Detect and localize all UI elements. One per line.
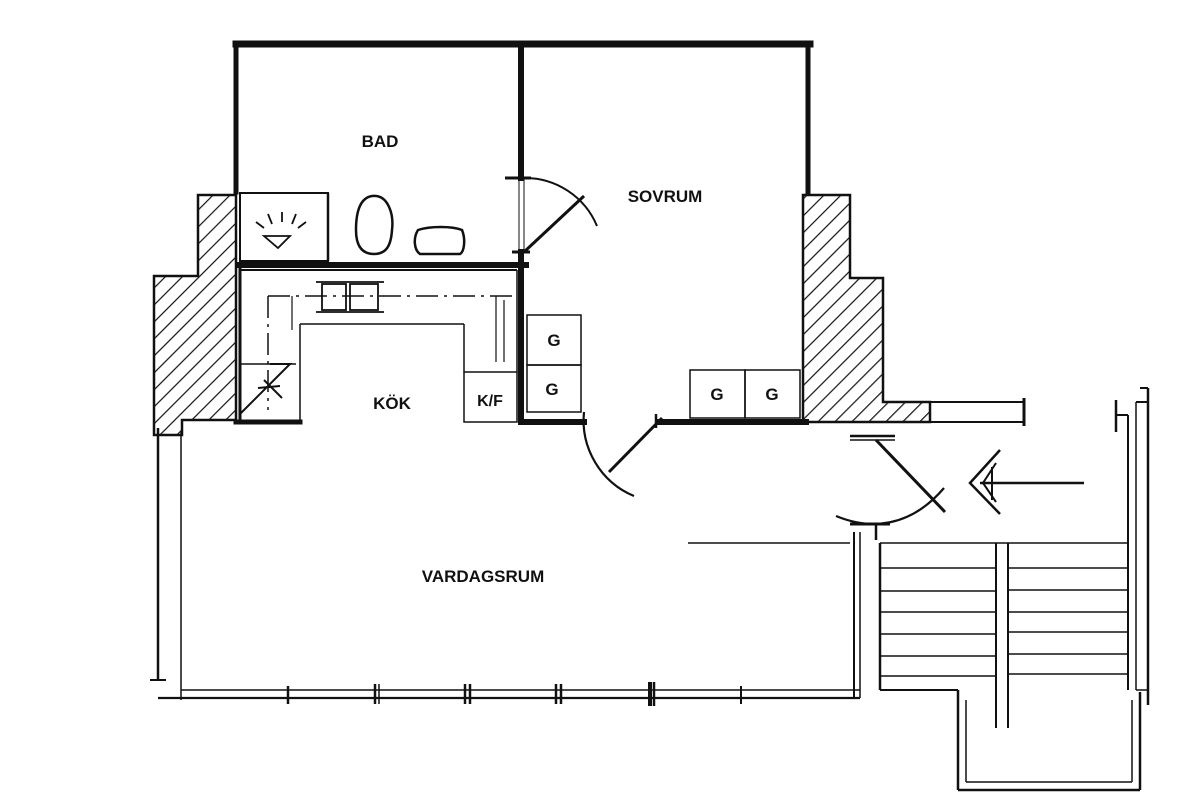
room-label-vardagsrum: VARDAGSRUM <box>422 567 544 586</box>
door-living-room <box>582 411 664 498</box>
toilet-icon <box>354 194 394 256</box>
door-bad-sovrum <box>505 176 598 254</box>
hatched-wall-left <box>152 193 238 437</box>
room-label-kok: KÖK <box>373 394 412 413</box>
stairwell <box>878 387 1150 792</box>
living-room-perimeter <box>150 398 1026 706</box>
kitchen-sink-icon <box>316 281 384 313</box>
kitchen-fixtures <box>239 269 801 423</box>
walls <box>232 40 814 425</box>
wardrobe-label-4: G <box>765 385 778 404</box>
hatched-wall-right <box>801 193 932 424</box>
wardrobe-label-2: G <box>545 380 558 399</box>
entrance-arrow-icon <box>968 449 1084 515</box>
wardrobe-label-1: G <box>547 331 560 350</box>
stove-icon <box>239 363 293 415</box>
bathroom-fixtures <box>239 192 466 262</box>
room-label-sovrum: SOVRUM <box>628 187 703 206</box>
wardrobe-label-3: G <box>710 385 723 404</box>
sink-icon <box>413 225 466 256</box>
shower-icon <box>255 212 307 250</box>
room-label-bad: BAD <box>362 132 399 151</box>
door-entrance <box>835 438 947 525</box>
fridge-label: K/F <box>477 393 503 410</box>
